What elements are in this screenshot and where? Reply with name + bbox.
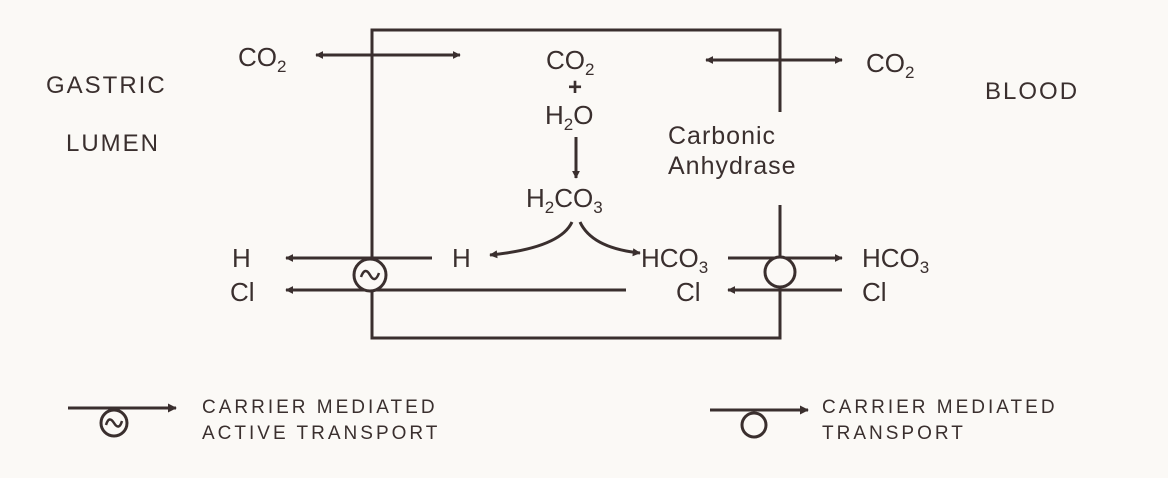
label-gastric: GASTRIC [46,72,167,99]
plus-sign: + [568,74,583,101]
legend-passive-carrier-icon [740,411,768,439]
legend-passive-line1: CARRIER MEDIATED [822,397,1058,418]
hco3-blood: HCO3 [862,243,930,277]
hco3-cell: HCO3 [641,243,709,277]
label-blood: BLOOD [985,78,1080,105]
cell-membrane [370,28,782,340]
split-arrow-h [489,221,574,259]
co2-lumen: CO2 [238,42,287,76]
h2o: H2O [545,100,594,134]
enzyme-name-line2: Anhydrase [668,152,797,180]
cl-lumen: Cl [230,277,255,307]
co2-blood: CO2 [866,48,915,82]
h-lumen: H [232,243,251,273]
split-arrow-hco3 [578,221,641,257]
legend-passive-line2: TRANSPORT [822,423,966,444]
h-cell: H [452,243,471,273]
cl-cell: Cl [676,277,701,307]
legend-active-line1: CARRIER MEDIATED [202,397,438,418]
passive-carrier-icon [763,255,797,289]
co2-cell: CO2 [546,45,595,79]
cl-blood: Cl [862,277,887,307]
legend-active-line2: ACTIVE TRANSPORT [202,423,441,444]
enzyme-name-line1: Carbonic [668,122,777,150]
label-lumen: LUMEN [66,130,161,157]
h2co3: H2CO3 [526,183,603,217]
